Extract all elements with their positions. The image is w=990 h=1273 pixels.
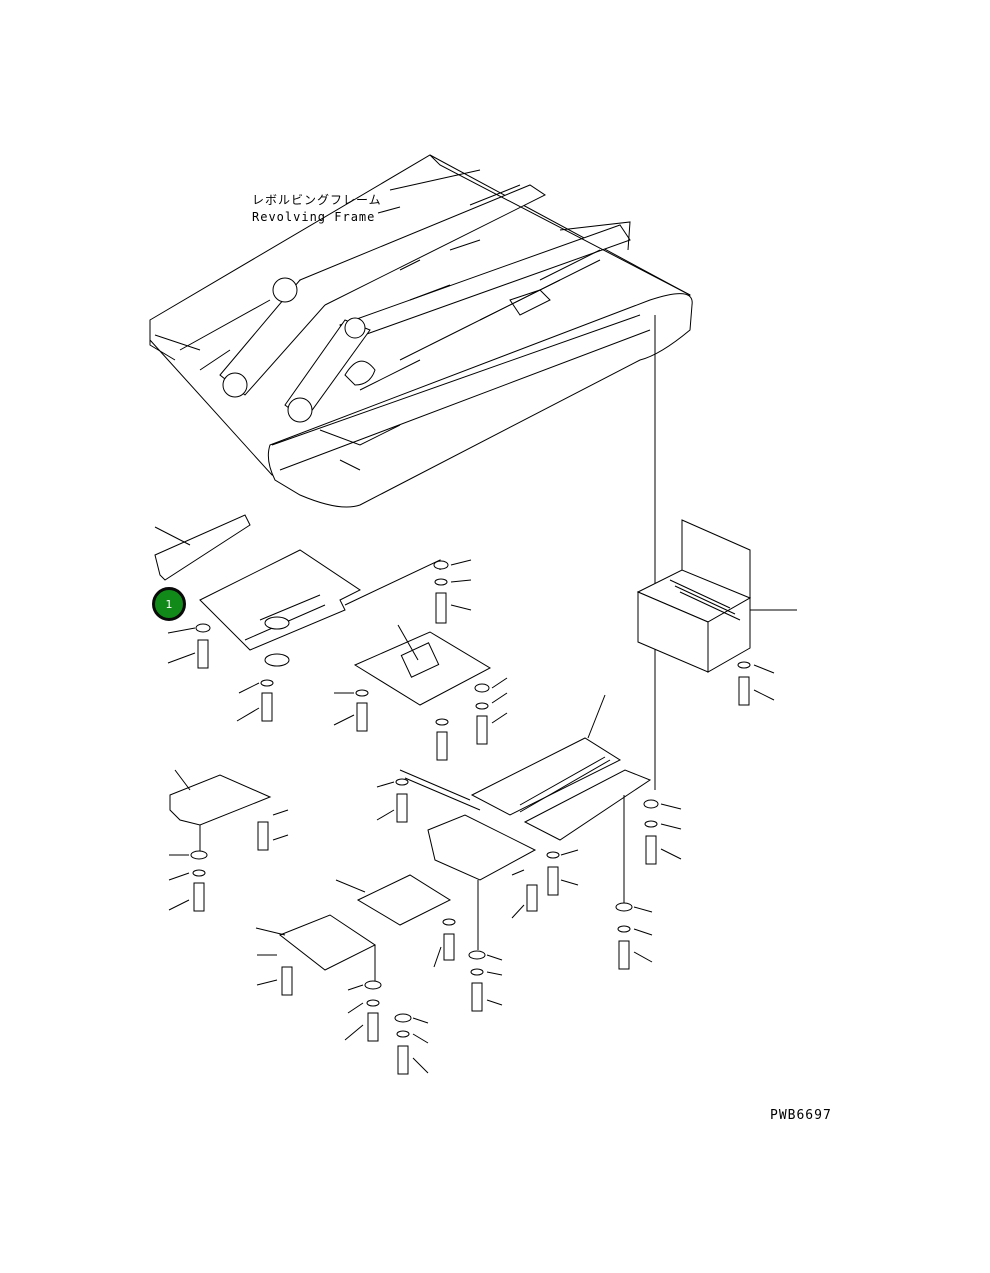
revolving-frame-drawing — [149, 154, 693, 790]
washer-and-bolt-set — [167, 559, 775, 1075]
revolving-frame-label-japanese: レボルビングフレーム — [252, 193, 382, 207]
part-callout-number: 1 — [165, 597, 173, 611]
part-callout-1[interactable]: 1 — [152, 587, 186, 621]
cover-plates-and-bolts — [154, 514, 797, 985]
revolving-frame-label-english: Revolving Frame — [252, 210, 376, 224]
drawing-reference-code: PWB6697 — [770, 1108, 832, 1123]
